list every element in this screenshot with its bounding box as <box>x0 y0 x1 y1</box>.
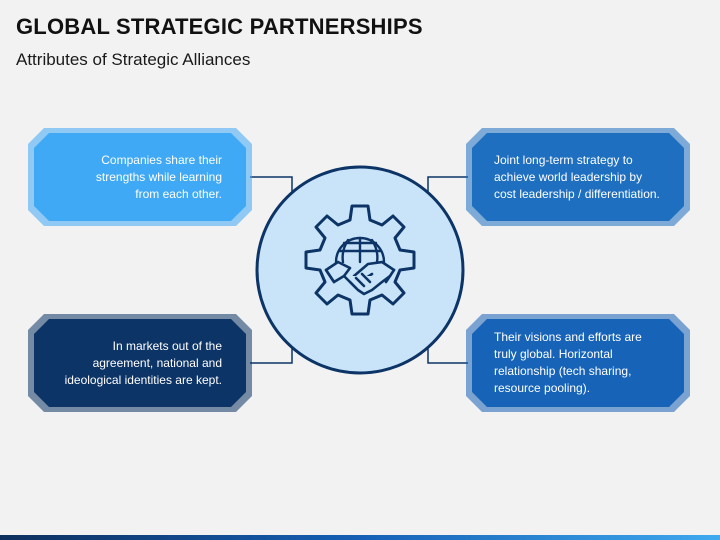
shape-bottom-left <box>28 314 252 412</box>
attribute-shapes <box>28 128 690 412</box>
globe-icon <box>334 236 386 264</box>
attribute-box-top-left: Companies share their strengths while le… <box>30 130 250 224</box>
shape-top-left <box>28 128 252 226</box>
bottom-accent-bar <box>0 535 720 540</box>
attribute-text: In markets out of the agreement, nationa… <box>64 338 222 387</box>
attribute-box-bottom-left: In markets out of the agreement, nationa… <box>30 316 250 410</box>
shape-top-right <box>466 128 690 226</box>
shape-bottom-right <box>466 314 690 412</box>
attribute-box-bottom-right: Their visions and efforts are truly glob… <box>468 316 688 410</box>
attribute-text: Their visions and efforts are truly glob… <box>494 330 642 395</box>
attribute-box-top-right: Joint long-term strategy to achieve worl… <box>468 130 688 224</box>
slide-title: GLOBAL STRATEGIC PARTNERSHIPS <box>16 14 423 39</box>
attribute-text: Companies share their strengths while le… <box>95 152 222 201</box>
handshake-icon <box>324 260 396 296</box>
slide-subtitle: Attributes of Strategic Alliances <box>16 50 251 69</box>
gear-outline <box>304 204 416 316</box>
gear-globe-handshake-icon <box>304 204 416 316</box>
attribute-text: Joint long-term strategy to achieve worl… <box>494 152 660 201</box>
